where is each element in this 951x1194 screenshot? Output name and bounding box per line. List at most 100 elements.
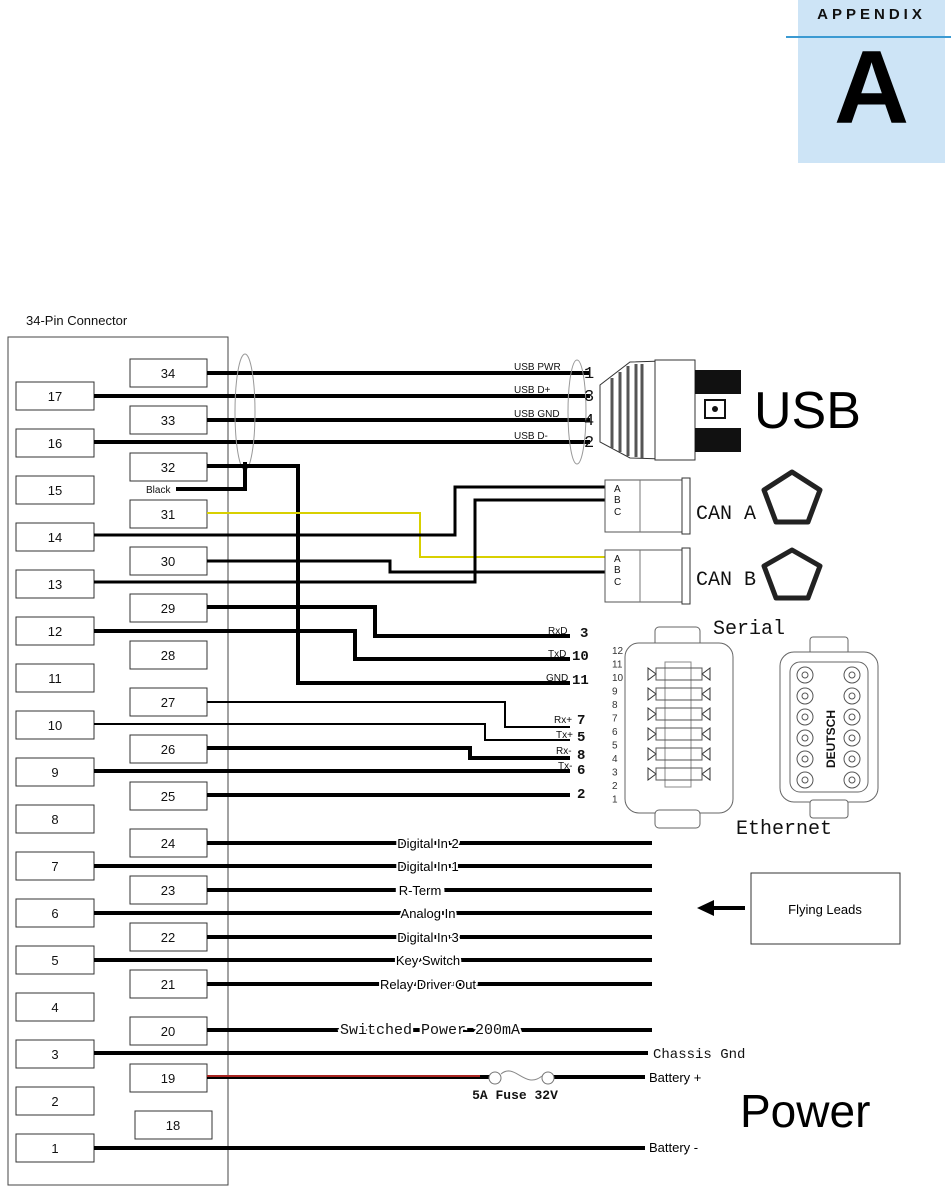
pin-33: 33: [129, 405, 208, 435]
serial-contact-icon: [647, 767, 711, 781]
svg-text:27: 27: [161, 695, 175, 710]
appendix-word: APPENDIX: [817, 6, 926, 23]
can-wires: [94, 485, 605, 584]
pin-32: 32: [129, 452, 208, 482]
svg-text:11: 11: [572, 673, 589, 689]
serial-title: Serial: [713, 618, 785, 641]
svg-text:4: 4: [51, 1000, 58, 1015]
pin-30: 30: [129, 546, 208, 576]
svg-text:16: 16: [48, 436, 62, 451]
shield-ellipse-right: [567, 359, 587, 465]
serial-pin-number: 7: [612, 714, 618, 725]
pin-4: 4: [15, 992, 95, 1022]
ethernet-pin-icon: [843, 771, 861, 789]
switched-power-label: Switched Power 200mA: [340, 1022, 520, 1039]
flying-leads-box: [750, 872, 901, 945]
svg-text:10: 10: [48, 718, 62, 733]
flying-lead-wires: [94, 841, 652, 986]
svg-text:Tx-: Tx-: [558, 761, 572, 772]
svg-text:25: 25: [161, 789, 175, 804]
wire-30: [207, 559, 605, 574]
serial-contact-icon: [647, 727, 711, 741]
svg-text:C: C: [614, 577, 621, 588]
svg-text:Digital In 2: Digital In 2: [397, 836, 458, 851]
fuse-icon: [488, 1070, 555, 1085]
svg-text:21: 21: [161, 977, 175, 992]
serial-contact-icon: [647, 667, 711, 681]
shield-label: Black: [146, 485, 171, 496]
svg-text:8: 8: [577, 748, 585, 764]
pin-15: 15: [15, 475, 95, 505]
ethernet-pin-icon: [796, 771, 814, 789]
serial-connector-icon: [624, 626, 734, 829]
svg-text:12: 12: [48, 624, 62, 639]
serial-contact-icon: [647, 687, 711, 701]
serial-pin-number: 10: [612, 673, 624, 684]
pin-14: 14: [15, 522, 95, 552]
pin-12: 12: [15, 616, 95, 646]
svg-text:18: 18: [166, 1118, 180, 1133]
svg-text:10: 10: [572, 649, 589, 665]
svg-text:R-Term: R-Term: [399, 883, 442, 898]
pin-7: 7: [15, 851, 95, 881]
svg-text:GND: GND: [546, 673, 568, 684]
serial-wires: [94, 605, 570, 797]
svg-text:3: 3: [51, 1047, 58, 1062]
svg-text:5: 5: [51, 953, 58, 968]
svg-text:34: 34: [161, 366, 175, 381]
chassis-gnd-label: Chassis Gnd: [653, 1047, 745, 1063]
ethernet-pin-icon: [843, 666, 861, 684]
serial-pin-number: 4: [612, 754, 618, 765]
ethernet-pin-icon: [796, 687, 814, 705]
usb-dplus-label: USB D+: [514, 385, 551, 396]
pin-5: 5: [15, 945, 95, 975]
serial-pin-number: 2: [612, 781, 618, 792]
svg-text:32: 32: [161, 460, 175, 475]
svg-text:26: 26: [161, 742, 175, 757]
arrow-head-icon: [697, 900, 714, 916]
ethernet-pin-icon: [843, 687, 861, 705]
svg-text:B: B: [614, 495, 621, 506]
svg-text:C: C: [614, 507, 621, 518]
power-wires: [94, 1028, 652, 1150]
pin-34: 34: [129, 358, 208, 388]
svg-text:17: 17: [48, 389, 62, 404]
svg-text:Rx+: Rx+: [554, 715, 572, 726]
pin-22: 22: [129, 922, 208, 952]
pin-17: 17: [15, 381, 95, 411]
pin-27: 27: [129, 687, 208, 717]
svg-text:22: 22: [161, 930, 175, 945]
svg-text:B: B: [614, 565, 621, 576]
wire-drain: [176, 462, 247, 491]
pin-16: 16: [15, 428, 95, 458]
can-a-connector-icon: [604, 469, 823, 535]
usb-pin-2: 2: [584, 434, 594, 453]
svg-text:9: 9: [51, 765, 58, 780]
can-b-connector-icon: [604, 547, 823, 605]
svg-text:TxD: TxD: [548, 649, 566, 660]
ethernet-pin-icon: [796, 750, 814, 768]
power-title: Power: [740, 1085, 870, 1137]
pin-28: 28: [129, 640, 208, 670]
wire-26: [207, 746, 570, 760]
pin-24: 24: [129, 828, 208, 858]
pin-29: 29: [129, 593, 208, 623]
serial-contact-icon: [647, 747, 711, 761]
svg-text:29: 29: [161, 601, 175, 616]
serial-pin-number: 11: [612, 660, 623, 671]
pin-31: 31: [129, 499, 208, 529]
pin-1: 1: [15, 1133, 95, 1163]
pin-20: 20: [129, 1016, 208, 1046]
svg-text:6: 6: [51, 906, 58, 921]
usb-wires: [94, 353, 590, 491]
pin-6: 6: [15, 898, 95, 928]
can-pin-letters: A B C A B C: [614, 484, 621, 588]
usb-pin-4: 4: [584, 412, 594, 431]
ethernet-pin-icon: [796, 708, 814, 726]
appendix-rule: [786, 36, 951, 38]
serial-signal-labels: RxD 3 TxD 10 GND 11: [546, 626, 589, 689]
svg-text:Tx+: Tx+: [556, 730, 573, 741]
pin-25: 25: [129, 781, 208, 811]
wire-10: [94, 723, 570, 741]
